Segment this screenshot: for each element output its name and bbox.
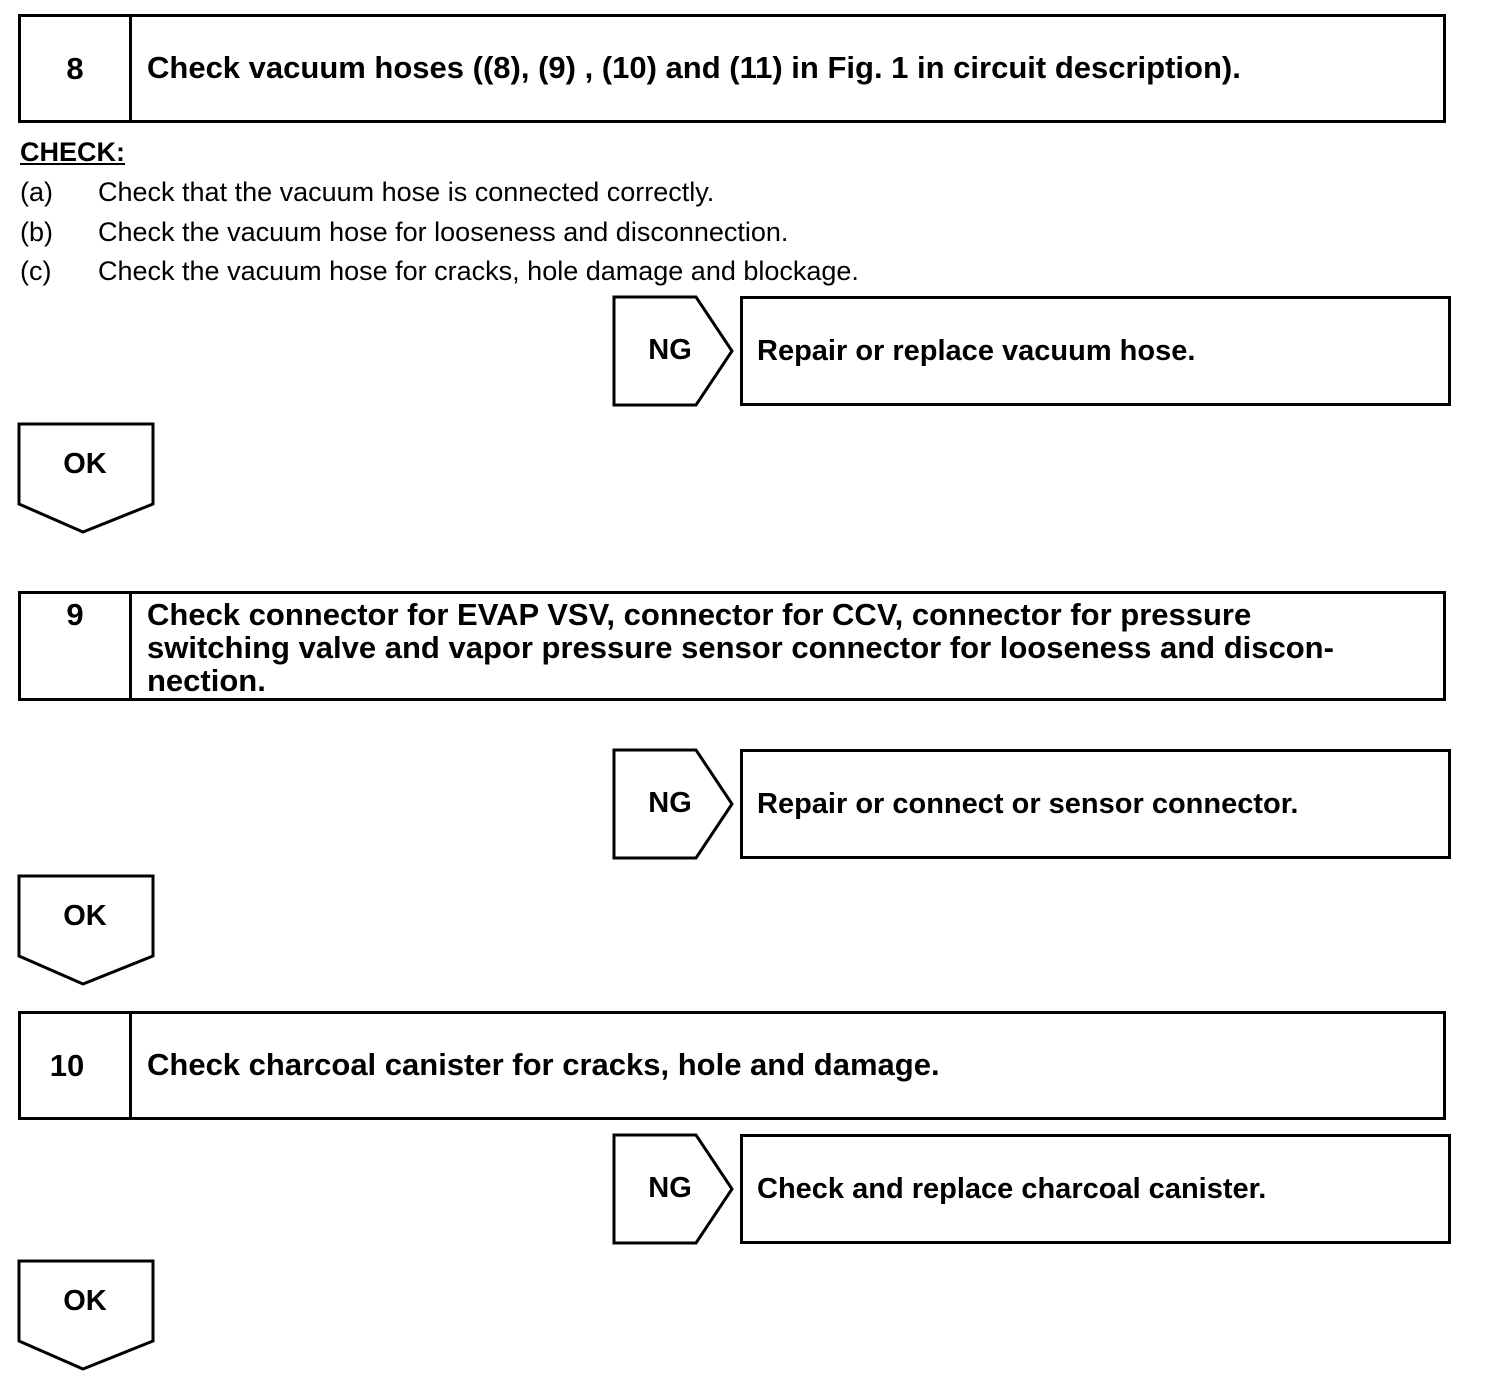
ok-arrow-shape xyxy=(17,1259,155,1371)
ng-label: NG xyxy=(648,334,692,366)
step-9-title-line: Check connector for EVAP VSV, connector … xyxy=(147,597,1252,632)
check-item-text: Check the vacuum hose for looseness and … xyxy=(98,217,789,247)
step-10-number: 10 xyxy=(21,1014,132,1117)
step-8-title: Check vacuum hoses ((8), (9) , (10) and … xyxy=(147,50,1241,85)
step-9-title: Check connector for EVAP VSV, connector … xyxy=(147,598,1429,697)
check-item-label: (b) xyxy=(20,217,53,247)
ok-label: OK xyxy=(63,900,107,932)
ng-result-text: Repair or replace vacuum hose. xyxy=(757,335,1196,367)
ok-arrow-shape xyxy=(17,422,155,534)
ng-result-text: Repair or connect or sensor connector. xyxy=(757,788,1299,820)
step-8-number: 8 xyxy=(21,17,132,120)
ng-label: NG xyxy=(648,1172,692,1204)
step-9-box: 9 Check connector for EVAP VSV, connecto… xyxy=(18,591,1446,701)
check-item-label: (c) xyxy=(20,256,52,286)
ng-arrow-shape xyxy=(612,295,734,407)
ng-result-box: Repair or replace vacuum hose. xyxy=(740,296,1451,406)
step-8-box: 8 Check vacuum hoses ((8), (9) , (10) an… xyxy=(18,14,1446,123)
ok-label: OK xyxy=(63,1285,107,1317)
ng-result-text: Check and replace charcoal canister. xyxy=(757,1173,1267,1205)
step-9-number: 9 xyxy=(21,594,132,698)
ok-label: OK xyxy=(63,448,107,480)
check-item-text: Check that the vacuum hose is connected … xyxy=(98,177,715,207)
ng-arrow-shape xyxy=(612,748,734,860)
step-10-box: 10 Check charcoal canister for cracks, h… xyxy=(18,1011,1446,1120)
step-10-title: Check charcoal canister for cracks, hole… xyxy=(147,1047,940,1082)
ng-result-box: Repair or connect or sensor connector. xyxy=(740,749,1451,859)
ng-arrow-shape xyxy=(612,1133,734,1245)
ok-arrow-shape xyxy=(17,874,155,986)
check-item-label: (a) xyxy=(20,177,53,207)
ng-result-box: Check and replace charcoal canister. xyxy=(740,1134,1451,1244)
step-9-title-line: switching valve and vapor pressure senso… xyxy=(147,630,1334,665)
ng-label: NG xyxy=(648,787,692,819)
check-heading: CHECK: xyxy=(20,137,125,167)
check-item-text: Check the vacuum hose for cracks, hole d… xyxy=(98,256,859,286)
step-9-title-line: nection. xyxy=(147,663,266,698)
